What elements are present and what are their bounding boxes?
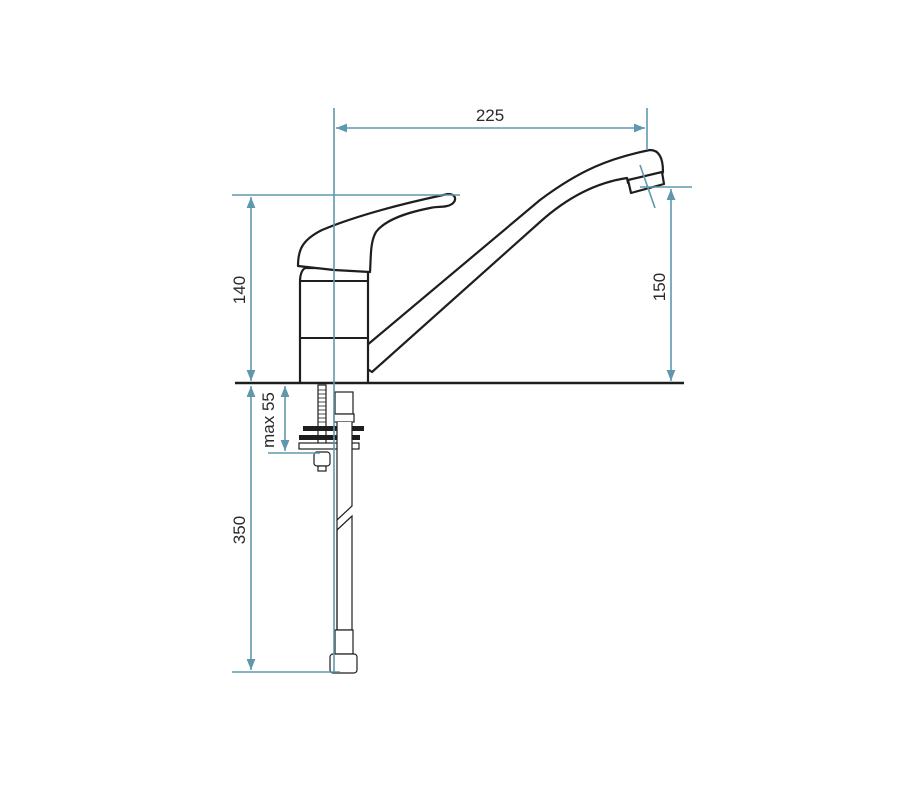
hose-fitting-bottom — [334, 629, 354, 655]
spout — [362, 148, 665, 374]
label-225: 225 — [476, 106, 504, 125]
plate — [298, 442, 360, 450]
hose-nut — [329, 653, 358, 674]
hose-fitting-collar — [333, 413, 355, 423]
washer-middle — [299, 435, 360, 440]
faucet-outline — [235, 148, 684, 385]
hose-fitting-top — [334, 391, 354, 415]
lever-handle — [296, 192, 457, 274]
mounting-hardware — [298, 384, 364, 674]
flexible-hose — [336, 422, 353, 631]
nut — [313, 451, 331, 467]
label-140: 140 — [230, 276, 249, 304]
dimension-lines — [232, 108, 692, 673]
label-350: 350 — [230, 516, 249, 544]
label-150: 150 — [650, 273, 669, 301]
label-max-55: max 55 — [259, 392, 278, 448]
rod-end — [317, 465, 327, 472]
